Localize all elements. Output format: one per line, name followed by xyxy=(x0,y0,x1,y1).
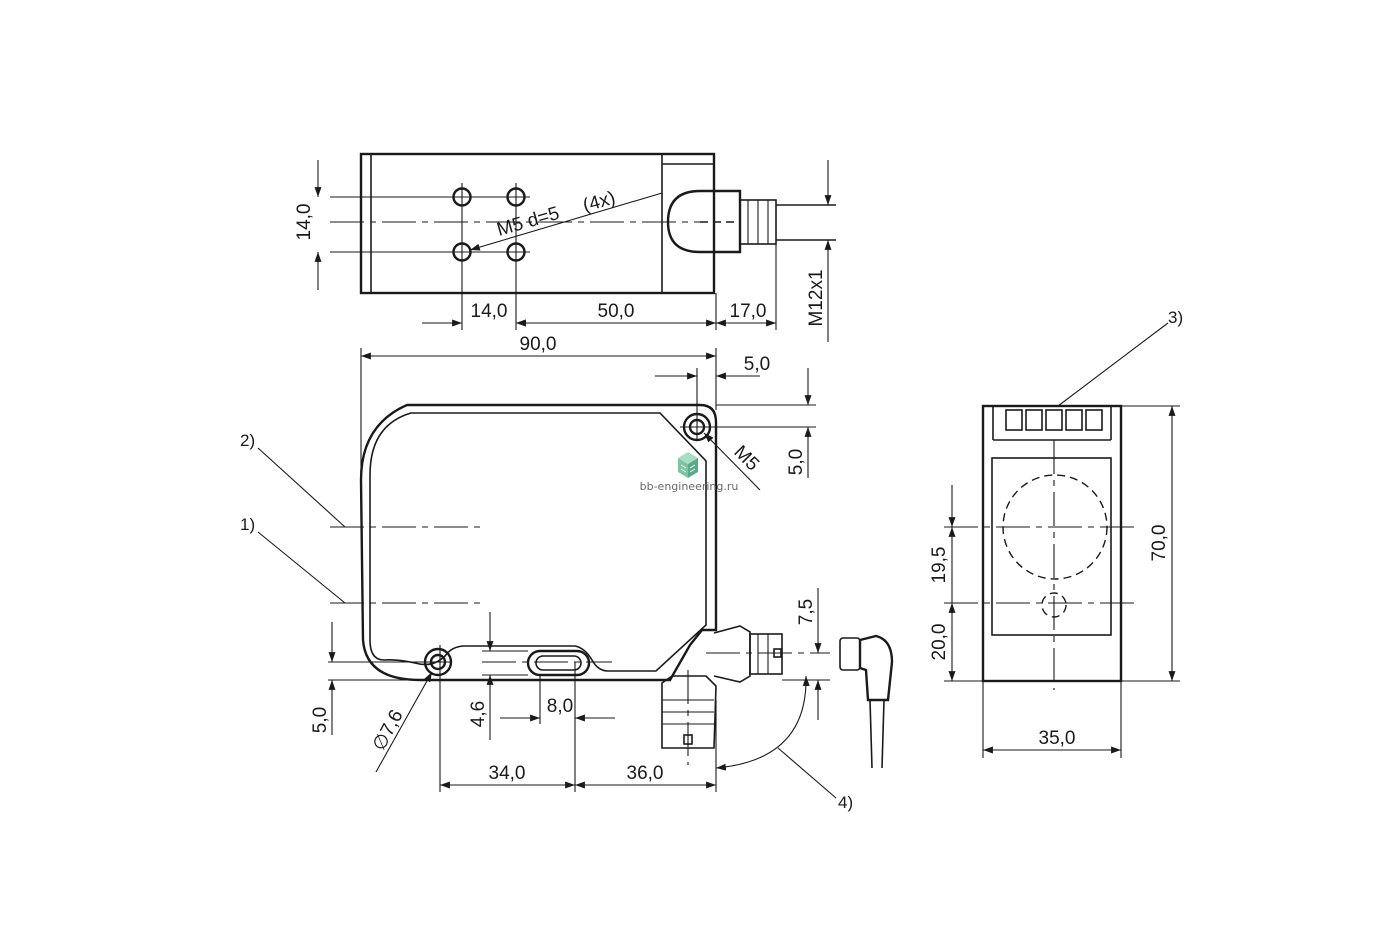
total-width-dimension: 90,0 xyxy=(520,334,557,355)
top-view: 14,0 M5 d=5 (4x) 14,0 50,0 17,0 M12x1 xyxy=(294,152,836,342)
side-width-dimension: 35,0 xyxy=(1039,728,1076,749)
side-dimension-19-5: 19,5 xyxy=(929,547,950,584)
thread-count: (4x) xyxy=(581,188,618,217)
bottom-left-offset-dimension: 5,0 xyxy=(310,707,331,733)
rotation-arc xyxy=(715,675,810,771)
housing-outline xyxy=(359,403,718,682)
callouts: 2) 1) 3) 4) xyxy=(240,308,1183,812)
watermark-text: bb-engineering.ru xyxy=(640,480,739,493)
dimension-34: 34,0 xyxy=(489,763,526,784)
lens-window xyxy=(991,457,1112,636)
front-view-connector xyxy=(706,625,830,683)
side-view-body xyxy=(981,404,1123,683)
thread-label: M5 d=5 xyxy=(495,203,562,241)
housing-inner-outline xyxy=(369,412,707,672)
side-dimension-20: 20,0 xyxy=(929,624,950,661)
top-view-connector xyxy=(666,189,836,254)
callout-2: 2) xyxy=(240,431,255,450)
connector-thread: M12x1 xyxy=(806,269,827,326)
mounting-slot xyxy=(526,649,591,677)
slot-height-dimension: 4,6 xyxy=(468,701,489,727)
callout-1: 1) xyxy=(240,515,255,534)
top-dimension-17: 17,0 xyxy=(730,301,767,322)
angled-cable-connector xyxy=(839,634,894,769)
top-view-holes xyxy=(330,183,700,330)
callout-3: 3) xyxy=(1168,308,1183,327)
connector-offset-dimension: 7,5 xyxy=(796,599,817,625)
top-height-dimension: 14,0 xyxy=(294,204,315,241)
slot-width-dimension: 8,0 xyxy=(547,696,573,717)
right-offset-dimension: 5,0 xyxy=(786,449,807,475)
dimension-36: 36,0 xyxy=(627,763,664,784)
front-view: 90,0 5,0 5,0 M5 5,0 ∅7,6 xyxy=(310,334,894,792)
led-indicators xyxy=(1005,409,1103,431)
top-offset-dimension: 5,0 xyxy=(744,354,770,375)
front-view-angled-connector xyxy=(661,670,717,765)
top-view-body xyxy=(359,152,716,295)
side-height-dimension: 70,0 xyxy=(1149,525,1170,562)
watermark-logo-icon xyxy=(678,452,698,478)
mount-thread-label: M5 xyxy=(729,442,763,476)
top-dimension-14: 14,0 xyxy=(471,301,508,322)
side-view: 19,5 20,0 70,0 35,0 xyxy=(929,404,1180,758)
hole-diameter-dimension: ∅7,6 xyxy=(369,707,408,755)
callout-4: 4) xyxy=(838,793,853,812)
watermark: bb-engineering.ru xyxy=(640,452,739,493)
top-dimension-50: 50,0 xyxy=(598,301,635,322)
